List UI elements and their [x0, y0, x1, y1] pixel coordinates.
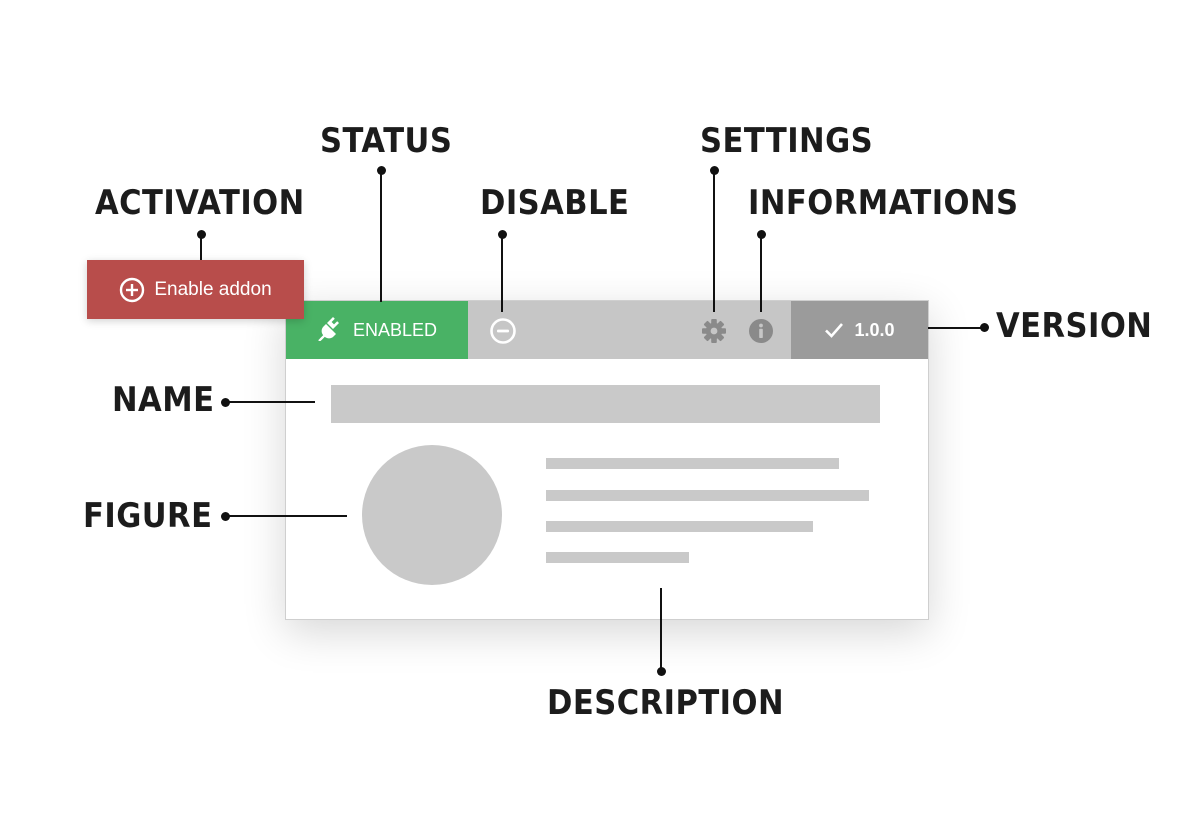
activation-callout: ACTIVATION: [95, 183, 305, 223]
disable-button[interactable]: [488, 316, 518, 346]
disable-callout: DISABLE: [480, 183, 630, 223]
name-dot: [221, 398, 230, 407]
name-placeholder: [331, 385, 880, 423]
settings-button[interactable]: [700, 317, 728, 345]
description-line-connector: [660, 588, 662, 668]
description-line: [546, 490, 869, 501]
description-line: [546, 458, 839, 469]
figure-placeholder: [362, 445, 502, 585]
activation-line: [200, 238, 202, 260]
minus-circle-icon: [490, 318, 516, 344]
name-line: [229, 401, 315, 403]
version-badge: 1.0.0: [791, 301, 928, 359]
disable-dot: [498, 230, 507, 239]
status-label: ENABLED: [352, 319, 438, 340]
check-icon: [825, 323, 844, 338]
activation-dot: [197, 230, 206, 239]
version-label: 1.0.0: [854, 319, 895, 340]
description-callout: DESCRIPTION: [547, 683, 785, 723]
informations-button[interactable]: [747, 317, 775, 345]
description-line: [546, 521, 813, 532]
settings-dot: [710, 166, 719, 175]
plug-icon: [317, 315, 345, 346]
status-callout: STATUS: [320, 121, 453, 161]
addon-toolbar: ENABLED: [286, 301, 928, 359]
status-indicator[interactable]: ENABLED: [286, 301, 468, 359]
name-callout: NAME: [112, 380, 215, 420]
informations-dot: [757, 230, 766, 239]
plus-circle-icon: [120, 277, 145, 302]
version-callout: VERSION: [996, 306, 1153, 346]
settings-callout: SETTINGS: [700, 121, 874, 161]
informations-line: [760, 238, 762, 312]
figure-dot: [221, 512, 230, 521]
enable-addon-button[interactable]: Enable addon: [87, 260, 304, 319]
figure-line: [229, 515, 347, 517]
addon-card: ENABLED: [285, 300, 929, 620]
status-line: [380, 174, 382, 302]
informations-callout: INFORMATIONS: [748, 183, 1019, 223]
version-dot: [980, 323, 989, 332]
version-line: [928, 327, 982, 329]
enable-addon-label: Enable addon: [154, 278, 272, 300]
figure-callout: FIGURE: [83, 496, 213, 536]
status-dot: [377, 166, 386, 175]
info-icon: [749, 319, 773, 343]
settings-line: [713, 174, 715, 312]
disable-line: [501, 238, 503, 312]
description-line: [546, 552, 689, 563]
gear-icon: [702, 319, 726, 343]
description-dot: [657, 667, 666, 676]
